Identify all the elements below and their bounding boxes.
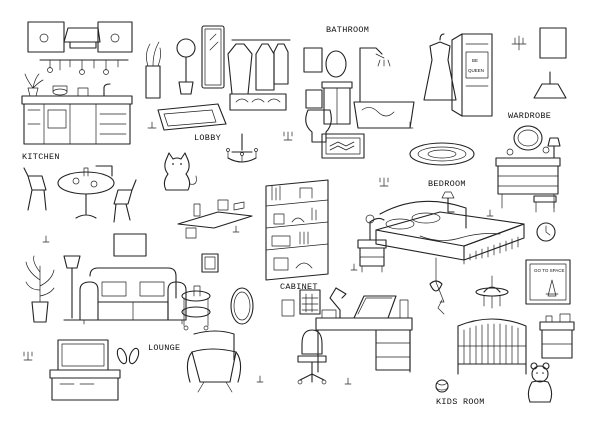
wall-frame [539, 27, 567, 59]
lounge-wall-frame [113, 233, 147, 257]
wardrobe-group: BE QUEEN WARDROBE [423, 27, 567, 213]
topiary-plant [176, 38, 196, 95]
bedroom-nightstand [357, 214, 387, 273]
ufo-mobile [475, 275, 509, 309]
teddy-bear [527, 362, 553, 403]
ball [435, 379, 449, 393]
kitchen-upper-cabinets [27, 21, 133, 53]
bathroom-group: BATHROOM [303, 25, 475, 166]
cabinet-label: CABINET [280, 282, 318, 292]
wardrobe-label: WARDROBE [508, 111, 551, 121]
kitchen-counter [21, 83, 133, 145]
side-table [181, 285, 211, 331]
lobby-rug [157, 103, 227, 131]
coat-rack [227, 39, 291, 111]
bedroom-label: BEDROOM [428, 179, 466, 189]
bathroom-sink [321, 50, 353, 125]
lobby-mirror [201, 25, 225, 89]
bath-mat [321, 133, 365, 159]
lobby-label: LOBBY [194, 133, 221, 143]
bedroom-group: BEDROOM [357, 177, 556, 273]
umbrella-stand [145, 41, 162, 99]
wall-clock [536, 222, 556, 242]
slippers [116, 347, 140, 365]
lounge-label: LOUNGE [148, 343, 180, 353]
chandelier [226, 133, 258, 163]
bathroom-cabinet [303, 47, 323, 73]
dress-hanger [423, 33, 457, 101]
lounge-group: LOUNGE [25, 233, 254, 401]
kitchen-plant [24, 73, 44, 97]
scattered-candles [23, 121, 494, 385]
round-rug [409, 142, 475, 166]
kids-room-group: GO TO SPACE [429, 257, 575, 407]
bathroom-label: BATHROOM [326, 25, 369, 35]
wall-sconce [511, 35, 527, 51]
bedroom-candle [379, 177, 389, 187]
shirt-text-line2: QUEEN [468, 68, 484, 73]
oval-mirror [230, 287, 254, 325]
sofa [79, 267, 187, 325]
wall-shelf [177, 199, 253, 239]
kitchen-label: KITCHEN [22, 152, 60, 162]
moon-mobile [429, 257, 445, 315]
dresser [495, 137, 561, 213]
kitchen-utensil-rail [39, 59, 129, 75]
dining-table-set [23, 165, 137, 223]
tv-stand [49, 339, 121, 401]
kids-room-label: KIDS ROOM [436, 397, 485, 407]
shower [353, 47, 415, 129]
office-desk [315, 287, 413, 373]
bed [375, 200, 525, 265]
vanity-mirror [506, 125, 550, 156]
bookshelf [265, 179, 329, 281]
floor-lamp [63, 255, 81, 321]
lobby-group: LOBBY [145, 25, 291, 239]
cabinet-group: CABINET [265, 179, 413, 385]
space-poster: GO TO SPACE [525, 259, 571, 305]
armchair [186, 330, 242, 393]
tall-plant [25, 255, 55, 323]
pendant-lamp [533, 71, 567, 99]
wardrobe-cabinet: BE QUEEN [451, 33, 493, 117]
kitchen-group: KITCHEN [21, 21, 197, 223]
cat-drawing [163, 152, 197, 191]
crib [457, 318, 527, 375]
shirt-text-line1: BE [472, 58, 478, 63]
bedroom-wall-lamp [441, 191, 455, 213]
small-frame [201, 253, 219, 273]
poster-text: GO TO SPACE [534, 268, 565, 273]
office-chair [297, 329, 327, 385]
calendar-board [281, 289, 321, 317]
kids-nightstand [539, 313, 575, 359]
